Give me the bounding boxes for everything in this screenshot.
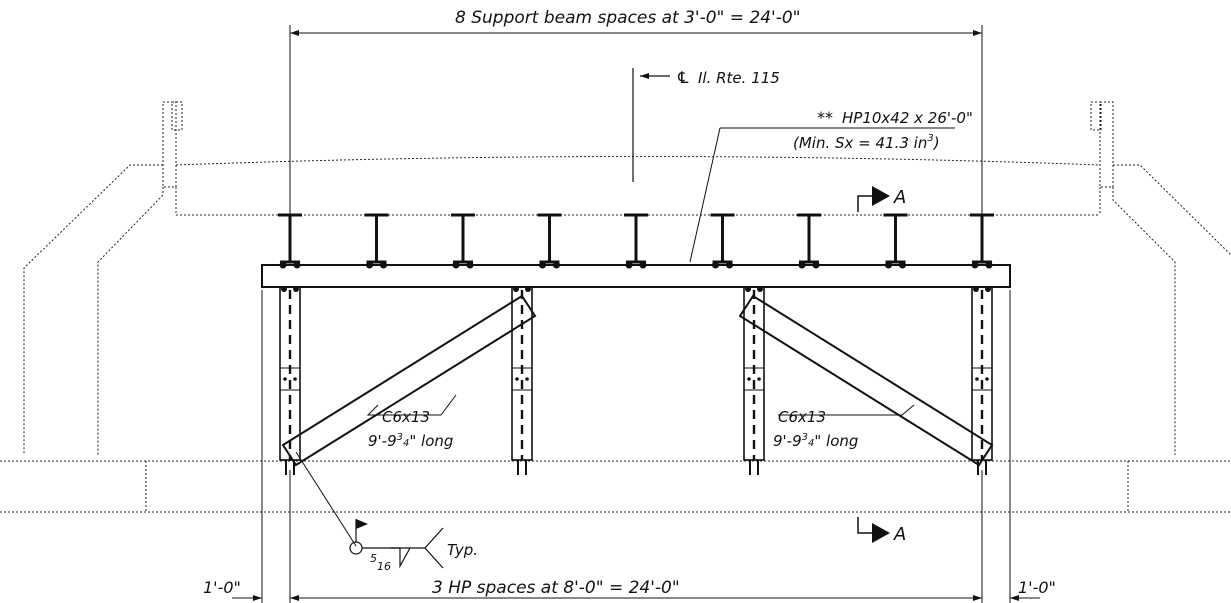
support-beam bbox=[970, 213, 994, 269]
right-parapet bbox=[1099, 101, 1114, 188]
bottom-dimension bbox=[232, 290, 1040, 603]
left-offset-label: 1'-0" bbox=[203, 578, 241, 597]
bottom-dimension-label: 3 HP spaces at 8'-0" = 24'-0" bbox=[432, 578, 680, 598]
right-brace-length: 9'-934" long bbox=[773, 432, 858, 450]
support-beam bbox=[537, 213, 562, 269]
support-beam bbox=[883, 213, 908, 269]
beam-callout-leader bbox=[689, 127, 721, 263]
weld-symbol bbox=[295, 451, 444, 569]
support-beam bbox=[278, 213, 302, 269]
left-brace-leader bbox=[366, 394, 457, 416]
beam-callout-line2: (Min. Sx = 41.3 in3) bbox=[793, 133, 940, 152]
right-brace-section: C6x13 bbox=[778, 408, 826, 426]
centerline-label: Il. Rte. 115 bbox=[698, 69, 780, 87]
section-mark-upper-label: A bbox=[893, 187, 906, 208]
hp-pile bbox=[743, 286, 765, 475]
support-beams bbox=[278, 213, 994, 269]
right-offset-label: 1'-0" bbox=[1018, 578, 1056, 597]
support-beam bbox=[797, 213, 821, 269]
weld-note: Typ. bbox=[447, 541, 478, 559]
field-weld-flag-icon bbox=[356, 519, 368, 529]
fillet-weld-icon bbox=[390, 547, 411, 569]
hp-pile bbox=[971, 286, 993, 475]
beam-callout-marker: ** bbox=[817, 108, 833, 127]
centerline-marker bbox=[632, 68, 670, 182]
weld-size-denominator: 16 bbox=[377, 560, 391, 573]
left-brace-section: C6x13 bbox=[382, 408, 430, 426]
section-mark-lower-label: A bbox=[893, 524, 906, 545]
right-brace-leader bbox=[778, 404, 915, 416]
top-dimension-label: 8 Support beam spaces at 3'-0" = 24'-0" bbox=[455, 8, 800, 28]
left-brace-length: 9'-934" long bbox=[368, 432, 453, 450]
cap-beam bbox=[261, 264, 1011, 288]
weld-tail-icon bbox=[424, 527, 444, 569]
support-beam bbox=[364, 213, 389, 269]
support-beam bbox=[710, 213, 735, 269]
section-mark-lower bbox=[857, 517, 890, 543]
support-beam bbox=[624, 213, 648, 269]
centerline-symbol: ℄ bbox=[676, 68, 690, 87]
left-cross-brace bbox=[281, 294, 537, 467]
hp-piles bbox=[279, 286, 993, 475]
hp-pile bbox=[279, 286, 301, 475]
section-mark-upper bbox=[857, 186, 890, 212]
weld-size-numerator: 5 bbox=[370, 552, 377, 565]
deck-top bbox=[175, 156, 1101, 166]
abutment-outline bbox=[0, 101, 1231, 513]
support-beam bbox=[451, 213, 475, 269]
hp-pile bbox=[511, 286, 533, 475]
left-parapet bbox=[162, 101, 177, 188]
beam-callout-line1: HP10x42 x 26'-0" bbox=[842, 109, 973, 127]
